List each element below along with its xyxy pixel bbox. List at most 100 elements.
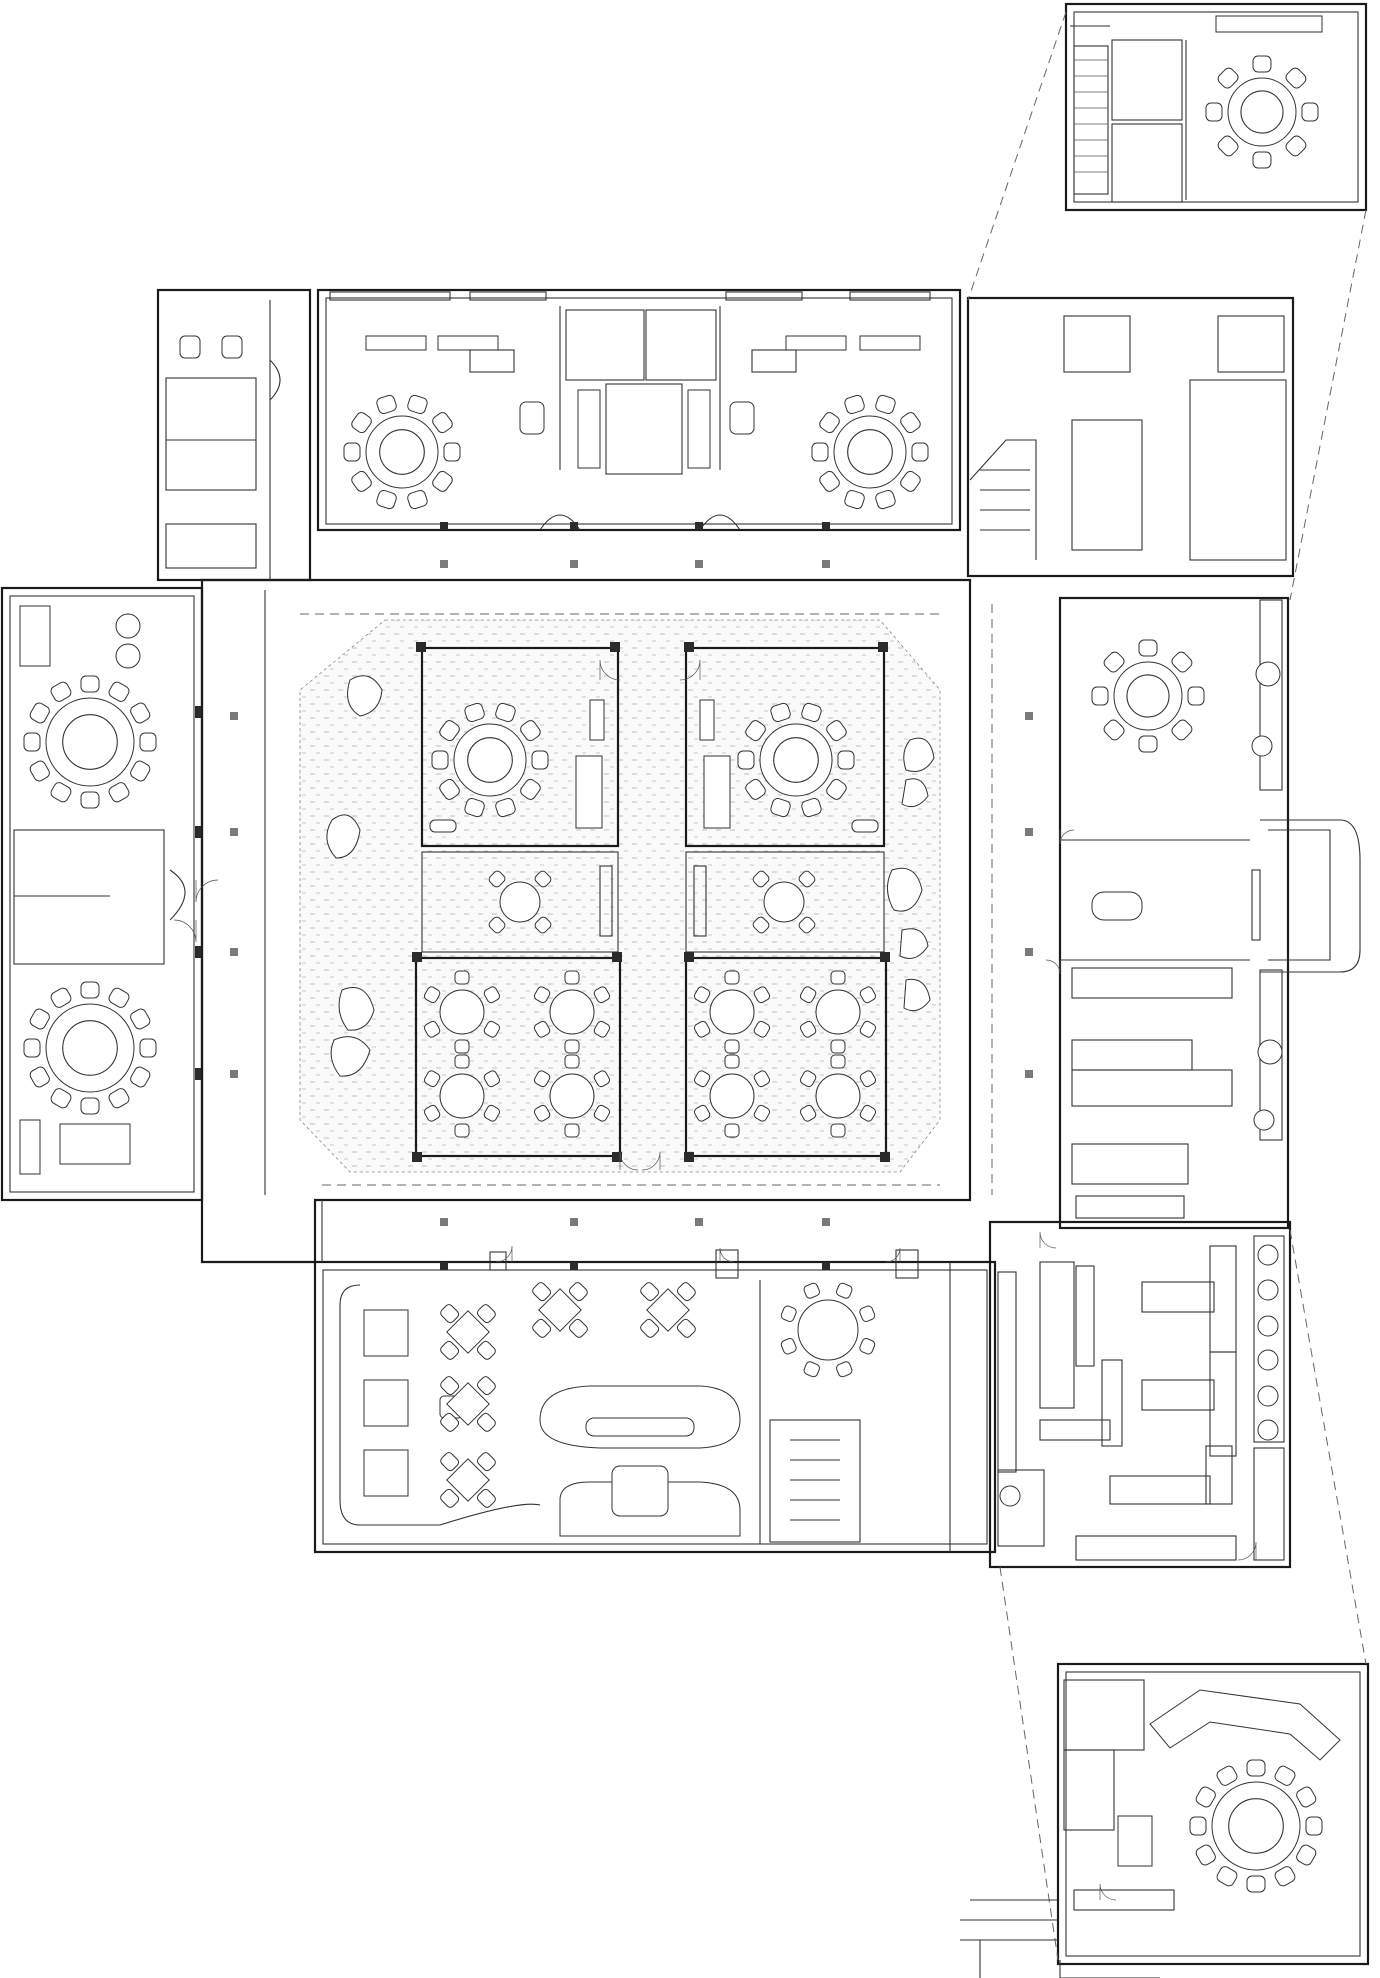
chair: [423, 1070, 441, 1088]
corridor-columns: [195, 522, 1033, 1270]
chair: [443, 442, 461, 462]
chair: [80, 1097, 100, 1115]
chair: [454, 970, 470, 985]
chair: [836, 1361, 853, 1378]
chair: [130, 1066, 151, 1088]
bottom-annex-dining-table: [1189, 1759, 1323, 1893]
chair: [724, 970, 740, 985]
small-round-table: [533, 970, 611, 1054]
chair: [875, 394, 896, 415]
door-swing: [1099, 1883, 1117, 1901]
chair: [799, 1070, 817, 1088]
chair: [23, 732, 41, 752]
round-table-top: [1227, 77, 1297, 147]
west-wing-interior: [13, 605, 186, 1175]
chair: [676, 1318, 696, 1338]
chair: [803, 1282, 820, 1299]
round-table-top: [833, 415, 907, 489]
chair: [1171, 719, 1193, 741]
table-top: [446, 1382, 490, 1426]
lazy-susan: [62, 714, 118, 770]
chair: [693, 986, 711, 1004]
small-round-table: [693, 1054, 771, 1138]
door-swing: [1059, 829, 1075, 845]
chair: [593, 1070, 611, 1088]
table-top: [815, 989, 861, 1035]
annex-projection-lines: [967, 11, 1367, 1961]
top-annex-interior: [1070, 15, 1323, 203]
chair: [454, 1054, 470, 1069]
chair: [464, 702, 485, 723]
table-top: [797, 1299, 859, 1361]
chair: [440, 1488, 460, 1508]
chair: [859, 1338, 876, 1355]
west-service-block: [165, 300, 281, 580]
chair: [1103, 651, 1125, 673]
chair: [826, 778, 847, 800]
chair: [1246, 1875, 1266, 1893]
chair: [799, 1104, 817, 1122]
chair: [830, 1054, 846, 1069]
courtyard-pavilion-ne-table: [737, 702, 855, 818]
table-top: [709, 1073, 755, 1119]
chair: [799, 986, 817, 1004]
round-table-top: [1211, 1781, 1301, 1871]
chair: [875, 489, 896, 510]
chair: [724, 1123, 740, 1138]
chair: [534, 916, 552, 934]
lazy-susan: [1126, 674, 1170, 718]
lazy-susan: [1240, 90, 1284, 134]
square-tables: [440, 1282, 696, 1508]
chair: [440, 1304, 460, 1324]
table-top: [549, 1073, 595, 1119]
table-top: [439, 1073, 485, 1119]
round-table-top: [45, 697, 135, 787]
chair: [1252, 151, 1272, 169]
chair: [139, 1038, 157, 1058]
door-swing: [641, 1151, 661, 1171]
chair: [533, 986, 551, 1004]
lazy-susan: [379, 429, 425, 475]
chair: [1252, 55, 1272, 73]
chair: [483, 1070, 501, 1088]
top-annex-dining-table: [1205, 55, 1319, 169]
square-table: [440, 1376, 496, 1432]
chair: [532, 1318, 552, 1338]
chair: [476, 1452, 496, 1472]
door-swing: [619, 1151, 639, 1171]
chair: [108, 782, 130, 803]
chair: [819, 470, 840, 492]
chair: [1305, 1816, 1323, 1836]
chair: [351, 470, 372, 492]
chair: [431, 750, 449, 770]
chair: [1138, 735, 1158, 753]
east-wing-interior: [1060, 599, 1283, 1219]
kitchen: [997, 1235, 1285, 1561]
chair: [1216, 1765, 1238, 1786]
chair: [640, 1282, 660, 1302]
west-private-dining-south-table: [23, 981, 157, 1115]
chair: [780, 1305, 797, 1322]
chair: [495, 797, 516, 818]
chair: [1189, 1816, 1207, 1836]
chair: [798, 916, 816, 934]
chair: [50, 782, 72, 803]
chair: [859, 1305, 876, 1322]
chair: [407, 394, 428, 415]
door-swing: [679, 659, 701, 681]
chair: [837, 750, 855, 770]
chair: [439, 720, 460, 742]
small-round-table: [752, 870, 816, 934]
chair: [495, 702, 516, 723]
chair: [801, 702, 822, 723]
door-swing: [195, 879, 219, 903]
chair: [343, 442, 361, 462]
door-swing: [885, 1247, 901, 1263]
chair: [440, 1340, 460, 1360]
chair: [1296, 1844, 1317, 1866]
chair: [130, 702, 151, 724]
chair: [593, 1020, 611, 1038]
small-round-table: [799, 970, 877, 1054]
north-private-dining-east-table: [811, 394, 929, 510]
chair: [488, 916, 506, 934]
